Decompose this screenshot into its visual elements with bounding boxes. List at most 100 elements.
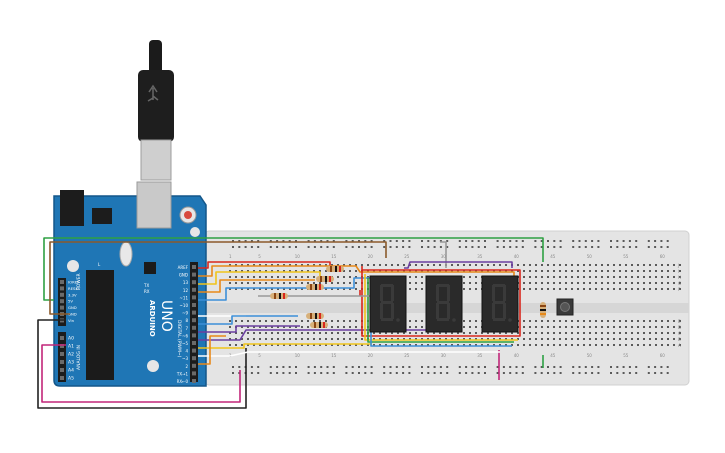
breadboard-hole[interactable] (457, 338, 459, 340)
breadboard-hole[interactable] (637, 332, 639, 334)
breadboard-hole[interactable] (643, 270, 645, 272)
breadboard-hole[interactable] (577, 338, 579, 340)
breadboard-hole[interactable] (257, 246, 260, 248)
breadboard-hole[interactable] (229, 332, 231, 334)
breadboard-hole[interactable] (259, 264, 261, 266)
breadboard-hole[interactable] (288, 240, 291, 242)
breadboard-hole[interactable] (613, 282, 615, 284)
breadboard-hole[interactable] (661, 264, 663, 266)
breadboard-hole[interactable] (607, 320, 609, 322)
breadboard-hole[interactable] (421, 338, 423, 340)
breadboard-hole[interactable] (295, 344, 297, 346)
breadboard-hole[interactable] (565, 332, 567, 334)
breadboard-hole[interactable] (458, 246, 461, 248)
breadboard-hole[interactable] (577, 276, 579, 278)
breadboard-hole[interactable] (332, 372, 335, 374)
breadboard-hole[interactable] (253, 270, 255, 272)
breadboard-hole[interactable] (484, 246, 486, 248)
breadboard-hole[interactable] (397, 332, 399, 334)
digital-pin[interactable] (192, 318, 196, 323)
breadboard-hole[interactable] (276, 246, 279, 248)
breadboard-hole[interactable] (415, 288, 417, 290)
breadboard-hole[interactable] (655, 276, 657, 278)
breadboard-hole[interactable] (358, 246, 360, 248)
breadboard-hole[interactable] (229, 270, 231, 272)
breadboard-hole[interactable] (595, 264, 597, 266)
breadboard-hole[interactable] (499, 344, 501, 346)
breadboard-hole[interactable] (583, 326, 585, 328)
breadboard-hole[interactable] (295, 338, 297, 340)
breadboard-hole[interactable] (351, 240, 354, 242)
breadboard-hole[interactable] (402, 240, 405, 242)
breadboard-hole[interactable] (565, 276, 567, 278)
breadboard-hole[interactable] (415, 276, 417, 278)
breadboard-hole[interactable] (649, 264, 651, 266)
resistor[interactable] (270, 293, 288, 299)
breadboard-hole[interactable] (373, 270, 375, 272)
breadboard-hole[interactable] (547, 264, 549, 266)
breadboard-hole[interactable] (637, 264, 639, 266)
breadboard-hole[interactable] (559, 320, 561, 322)
digital-pin[interactable] (192, 303, 196, 307)
breadboard-hole[interactable] (578, 372, 581, 374)
breadboard-hole[interactable] (364, 240, 367, 242)
breadboard-hole[interactable] (229, 288, 231, 290)
breadboard-hole[interactable] (559, 344, 561, 346)
breadboard-hole[interactable] (235, 320, 237, 322)
breadboard-hole[interactable] (271, 332, 273, 334)
breadboard-hole[interactable] (343, 344, 345, 346)
breadboard-hole[interactable] (241, 282, 243, 284)
breadboard-hole[interactable] (565, 344, 567, 346)
breadboard-hole[interactable] (521, 372, 524, 374)
breadboard-hole[interactable] (649, 288, 651, 290)
breadboard-hole[interactable] (583, 282, 585, 284)
resistor-button[interactable] (540, 302, 546, 318)
breadboard-hole[interactable] (578, 246, 581, 248)
breadboard-hole[interactable] (403, 264, 405, 266)
breadboard-hole[interactable] (295, 282, 297, 284)
breadboard-hole[interactable] (463, 282, 465, 284)
breadboard-hole[interactable] (619, 332, 621, 334)
breadboard-hole[interactable] (601, 288, 603, 290)
breadboard-hole[interactable] (415, 282, 417, 284)
breadboard-hole[interactable] (673, 326, 675, 328)
breadboard-hole[interactable] (361, 338, 363, 340)
breadboard-hole[interactable] (276, 372, 279, 374)
breadboard-hole[interactable] (597, 240, 600, 242)
breadboard-hole[interactable] (241, 264, 243, 266)
breadboard-hole[interactable] (409, 276, 411, 278)
wire-gray[interactable] (440, 241, 447, 268)
breadboard-hole[interactable] (301, 338, 303, 340)
breadboard-hole[interactable] (241, 326, 243, 328)
breadboard-hole[interactable] (433, 338, 435, 340)
breadboard-hole[interactable] (259, 332, 261, 334)
breadboard-hole[interactable] (487, 344, 489, 346)
breadboard-hole[interactable] (355, 326, 357, 328)
breadboard-hole[interactable] (487, 332, 489, 334)
breadboard-hole[interactable] (661, 282, 663, 284)
breadboard-hole[interactable] (259, 276, 261, 278)
breadboard-hole[interactable] (487, 264, 489, 266)
breadboard-hole[interactable] (637, 270, 639, 272)
breadboard-hole[interactable] (307, 240, 310, 242)
breadboard-hole[interactable] (523, 264, 525, 266)
breadboard-hole[interactable] (289, 332, 291, 334)
breadboard-hole[interactable] (421, 288, 423, 290)
breadboard-hole[interactable] (283, 282, 285, 284)
breadboard-hole[interactable] (349, 264, 351, 266)
breadboard-hole[interactable] (421, 240, 423, 242)
breadboard-hole[interactable] (577, 344, 579, 346)
breadboard-hole[interactable] (259, 270, 261, 272)
digital-pin[interactable] (192, 333, 196, 338)
breadboard-hole[interactable] (307, 372, 310, 374)
breadboard-hole[interactable] (477, 246, 480, 248)
breadboard-hole[interactable] (427, 338, 429, 340)
breadboard-hole[interactable] (647, 372, 650, 374)
wire-red-13[interactable] (198, 261, 331, 270)
breadboard-hole[interactable] (565, 338, 567, 340)
breadboard-hole[interactable] (607, 282, 609, 284)
breadboard-hole[interactable] (541, 326, 543, 328)
breadboard-hole[interactable] (481, 270, 483, 272)
breadboard-hole[interactable] (583, 338, 585, 340)
breadboard-hole[interactable] (613, 264, 615, 266)
